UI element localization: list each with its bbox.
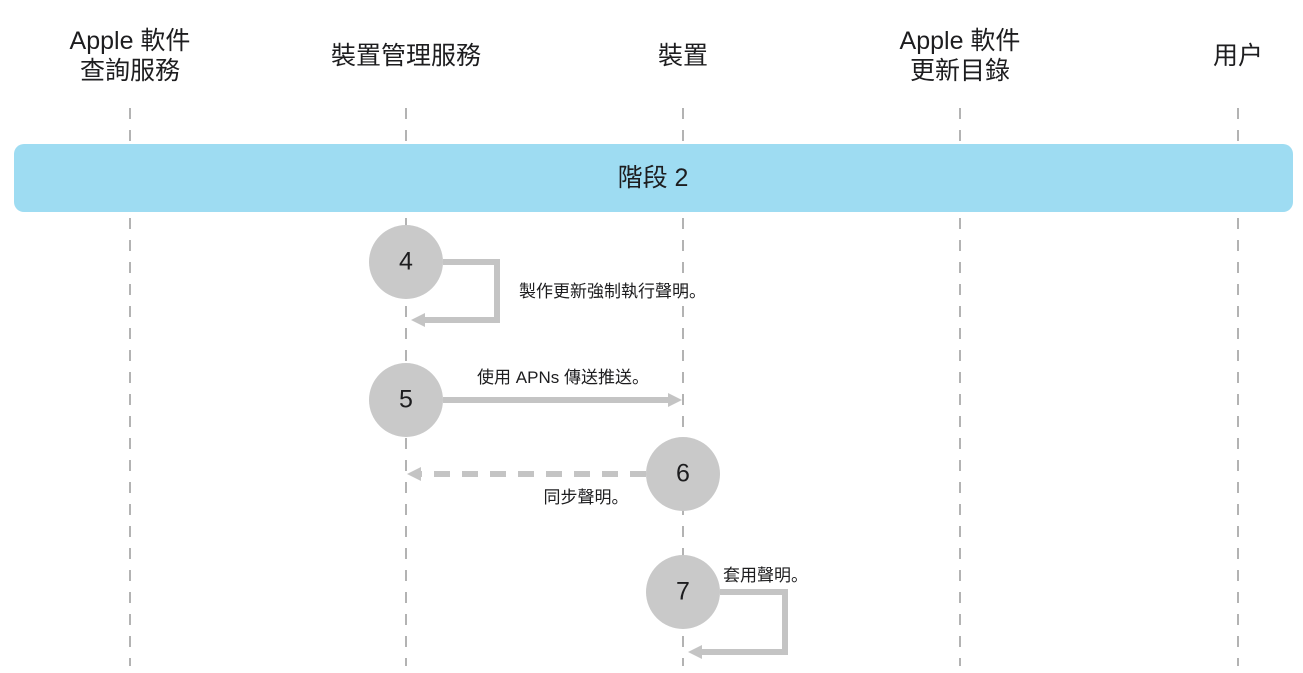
step-4-arrow: [411, 259, 500, 327]
step-message-6: 同步聲明。: [543, 488, 629, 507]
step-7-arrow: [688, 589, 788, 659]
phase-banner: [14, 144, 1293, 212]
step-message-5: 使用 APNs 傳送推送。: [477, 368, 649, 387]
actor-header-user: 用户: [1212, 42, 1263, 70]
actor-header-device-management-service: 裝置管理服務: [330, 42, 481, 70]
step-message-4: 製作更新強制執行聲明。: [519, 282, 706, 301]
actor-header-apple-software-update-catalog: Apple 軟件 更新目錄: [899, 27, 1021, 85]
step-circles: [369, 225, 720, 629]
step-circle-6: [646, 437, 720, 511]
phase-banner-label: 階段 2: [617, 164, 689, 192]
step-circle-7: [646, 555, 720, 629]
step-circle-4: [369, 225, 443, 299]
actor-header-device: 裝置: [657, 42, 708, 70]
actor-header-apple-software-lookup-service: Apple 軟件 查詢服務: [69, 27, 191, 85]
step-message-7: 套用聲明。: [723, 566, 808, 585]
step-circle-5: [369, 363, 443, 437]
